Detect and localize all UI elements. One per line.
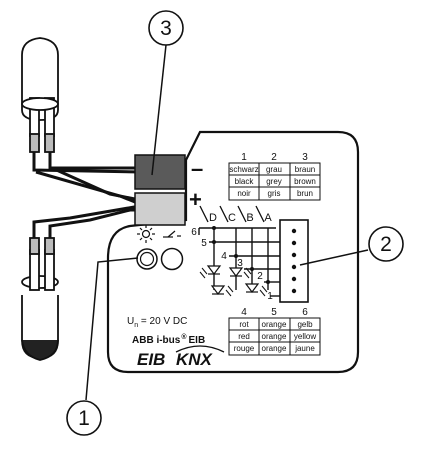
tbl1-r2c2: grey bbox=[266, 177, 282, 186]
bus-cable-bottom bbox=[21, 237, 59, 361]
connector-header bbox=[279, 219, 309, 303]
prog-button[interactable] bbox=[160, 247, 184, 271]
polarity-minus: – bbox=[191, 156, 203, 181]
junction-dots bbox=[212, 226, 270, 284]
pin-1: 1 bbox=[267, 291, 273, 302]
bus-cable-top bbox=[21, 37, 59, 153]
terminal-plus bbox=[134, 192, 186, 226]
tbl2-r2c2: orange bbox=[262, 332, 287, 341]
diode-icon bbox=[199, 267, 268, 297]
pin-5: 5 bbox=[201, 238, 207, 249]
connector-pins bbox=[291, 228, 297, 294]
callout-1-leader bbox=[85, 257, 139, 401]
tbl2-h2: 5 bbox=[271, 307, 277, 318]
tbl2-r3c3: jaune bbox=[294, 344, 315, 353]
tbl1-h2: 2 bbox=[271, 152, 277, 163]
callout-3-leader bbox=[151, 44, 167, 176]
wire-letter-c: C bbox=[228, 212, 236, 224]
callout-1: 1 bbox=[78, 407, 90, 430]
pin-3: 3 bbox=[237, 258, 243, 269]
tbl1-r2c1: black bbox=[235, 177, 255, 186]
tbl1-r1c1: schwarz bbox=[229, 165, 258, 174]
device-body bbox=[106, 130, 360, 374]
color-table-top bbox=[228, 162, 321, 201]
callout-3: 3 bbox=[160, 17, 172, 40]
color-table-bottom bbox=[228, 317, 321, 356]
pin-2: 2 bbox=[257, 271, 263, 282]
knx-logo: KNX bbox=[176, 350, 214, 369]
tbl1-r3c1: noir bbox=[237, 189, 251, 198]
polarity-plus: + bbox=[189, 187, 202, 212]
tbl2-r1c2: orange bbox=[262, 320, 287, 329]
prog-led[interactable] bbox=[136, 248, 158, 270]
tbl2-h3: 6 bbox=[302, 307, 308, 318]
tbl2-r1c1: rot bbox=[239, 320, 249, 329]
tbl1-r1c3: braun bbox=[295, 165, 315, 174]
pin-6: 6 bbox=[191, 227, 197, 238]
voltage-label: Un = 20 V DC bbox=[127, 316, 187, 329]
tbl2-r2c1: red bbox=[238, 332, 250, 341]
callout-3-circle bbox=[148, 10, 184, 46]
terminal-minus bbox=[134, 154, 186, 190]
tbl1-h1: 1 bbox=[241, 152, 247, 163]
tbl2-r3c1: rouge bbox=[234, 344, 255, 353]
tbl1-r2c3: brown bbox=[294, 177, 316, 186]
callout-1-circle bbox=[66, 400, 102, 436]
led-icon bbox=[206, 265, 260, 295]
tbl2-r2c3: yellow bbox=[294, 332, 316, 341]
wire-letter-a: A bbox=[264, 212, 272, 224]
prog-icon bbox=[163, 230, 181, 238]
tbl1-r3c2: gris bbox=[268, 189, 281, 198]
wire-letter-b: B bbox=[246, 212, 253, 224]
tbl1-h3: 3 bbox=[302, 152, 308, 163]
wire-letter-d: D bbox=[209, 212, 217, 224]
sun-icon bbox=[137, 225, 155, 243]
pin-4: 4 bbox=[221, 251, 227, 262]
callout-2: 2 bbox=[380, 233, 392, 256]
wire-diagonals bbox=[199, 205, 265, 223]
knx-arc bbox=[175, 345, 225, 353]
tbl2-r3c2: orange bbox=[262, 344, 287, 353]
tbl1-r1c2: grau bbox=[266, 165, 282, 174]
eib-logo: EIB bbox=[137, 350, 165, 369]
brand-label: ABB i-bus®EIB bbox=[132, 333, 205, 346]
tbl2-h1: 4 bbox=[241, 307, 247, 318]
tbl1-r3c3: brun bbox=[297, 189, 313, 198]
callout-2-circle bbox=[368, 226, 404, 262]
tbl2-r1c3: gelb bbox=[297, 320, 313, 329]
callout-2-leader bbox=[299, 249, 369, 266]
